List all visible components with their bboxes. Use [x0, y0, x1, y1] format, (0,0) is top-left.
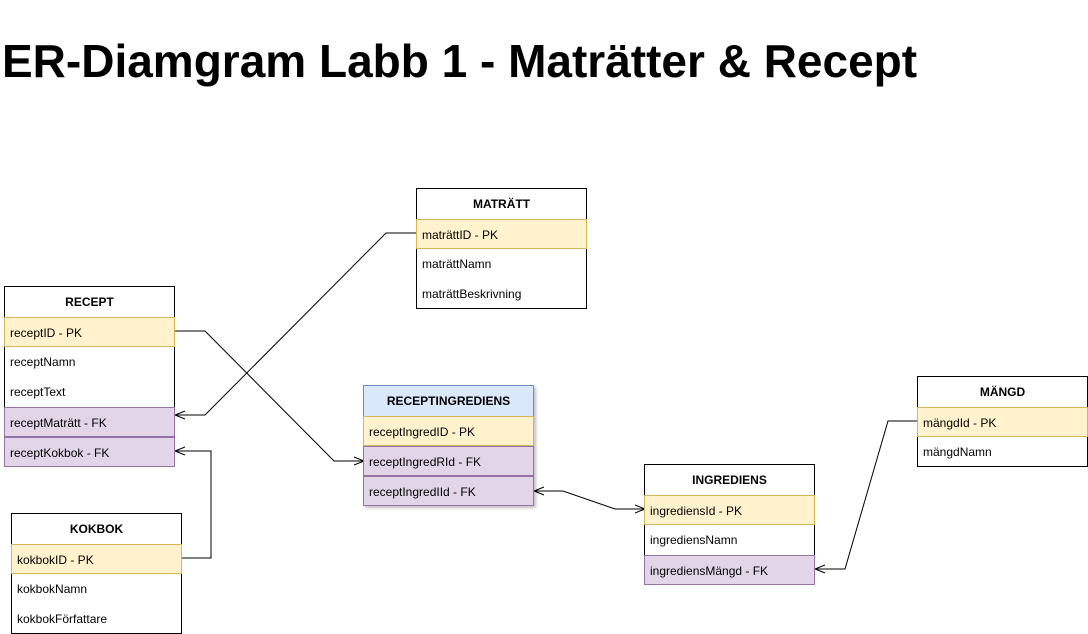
- rel-ingrediens-mangd: [815, 420, 918, 570]
- field-pk: mängdId - PK: [917, 407, 1088, 437]
- rel-recept-receptingrediens: [175, 330, 364, 462]
- entity-mangd[interactable]: MÄNGD mängdId - PK mängdNamn: [917, 376, 1088, 467]
- entity-header: KOKBOK: [69, 522, 124, 536]
- field-fk: receptIngredIId - FK: [363, 476, 534, 506]
- field: receptNamn: [10, 355, 76, 369]
- crowfoot-receptingrediens-ingrediens: [532, 486, 545, 496]
- field: maträttBeskrivning: [422, 287, 522, 301]
- field: receptText: [10, 385, 66, 399]
- field-pk: ingrediensId - PK: [644, 495, 815, 525]
- entity-header: MATRÄTT: [472, 197, 531, 211]
- entity-matratt[interactable]: MATRÄTT maträttID - PK maträttNamn maträ…: [416, 188, 587, 309]
- entity-header: MÄNGD: [979, 385, 1026, 399]
- rel-recept-matratt: [175, 232, 417, 416]
- entity-header: RECEPTINGREDIENS: [364, 386, 533, 416]
- field-pk: receptID - PK: [4, 317, 175, 347]
- crowfoot-ingrediens-mangd: [813, 564, 826, 574]
- field-fk: receptIngredRId - FK: [363, 446, 534, 476]
- field: ingrediensNamn: [650, 533, 738, 547]
- field: kokbokNamn: [17, 582, 88, 596]
- crowfoot-recept-matratt: [173, 410, 186, 420]
- field: maträttNamn: [422, 257, 492, 271]
- crowfoot-recept-kokbok: [173, 446, 186, 456]
- entity-header: INGREDIENS: [692, 473, 767, 487]
- entity-kokbok[interactable]: KOKBOK kokbokID - PK kokbokNamn kokbokFö…: [11, 513, 182, 634]
- rel-receptingrediens-ingrediens: [534, 490, 645, 510]
- entity-ingrediens[interactable]: INGREDIENS ingrediensId - PK ingrediensN…: [644, 464, 815, 585]
- field-fk: receptKokbok - FK: [4, 437, 175, 467]
- field-pk: maträttID - PK: [416, 219, 587, 249]
- entity-receptingrediens[interactable]: RECEPTINGREDIENS receptIngredID - PK rec…: [363, 385, 534, 506]
- field-fk: receptMaträtt - FK: [4, 407, 175, 437]
- field: mängdNamn: [923, 445, 992, 459]
- page-title: ER-Diamgram Labb 1 - Maträtter & Recept: [2, 35, 918, 87]
- field: kokbokFörfattare: [17, 612, 108, 626]
- rel-recept-kokbok: [175, 450, 212, 559]
- entity-header: RECEPT: [65, 295, 114, 309]
- field-pk: receptIngredID - PK: [363, 416, 534, 446]
- field-fk: ingrediensMängd - FK: [644, 555, 815, 585]
- field-pk: kokbokID - PK: [11, 544, 182, 574]
- entity-recept[interactable]: RECEPT receptID - PK receptNamn receptTe…: [4, 286, 175, 467]
